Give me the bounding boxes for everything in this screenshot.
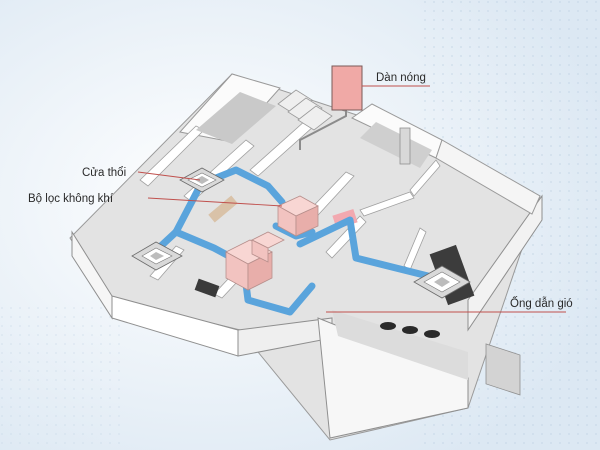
filter-unit-3 <box>251 231 285 263</box>
leader-diffuser <box>137 171 201 181</box>
building <box>69 73 543 441</box>
label-outdoor-unit: Dàn nóng <box>376 72 426 84</box>
room-floor-1 <box>196 92 276 144</box>
label-supply-diffuser: Cửa thổi <box>82 167 126 179</box>
window-right <box>485 343 521 396</box>
label-air-filter: Bộ lọc không khí <box>28 193 114 205</box>
outdoor-unit-group <box>299 65 363 150</box>
duct-vertical-left <box>172 182 204 236</box>
balcony-floor <box>332 310 468 380</box>
wall-e <box>359 191 415 217</box>
filter-units <box>225 195 319 291</box>
outer-wall-right <box>467 194 543 332</box>
leader-filter <box>147 197 283 207</box>
staircase <box>277 89 333 131</box>
door-back <box>399 127 411 165</box>
dot-texture-left <box>0 300 120 450</box>
chair-3 <box>424 330 440 338</box>
outdoor-unit <box>331 65 363 111</box>
diffuser-2 <box>131 241 183 271</box>
sofa-mid <box>208 195 238 223</box>
chair-1 <box>380 322 396 330</box>
diffuser-1 <box>179 167 225 193</box>
desk-left <box>194 278 220 298</box>
back-wall-3 <box>435 139 541 215</box>
leader-lines <box>137 85 566 313</box>
refrigerant-pipe <box>299 110 347 150</box>
filter-unit-1 <box>277 195 319 237</box>
room-floor-2 <box>360 122 432 168</box>
label-air-duct: Ống dẫn gió <box>510 296 573 310</box>
wall-f <box>409 159 441 197</box>
chair-2 <box>402 326 418 334</box>
duct-upper <box>202 166 286 206</box>
diffuser-3 <box>413 265 471 299</box>
